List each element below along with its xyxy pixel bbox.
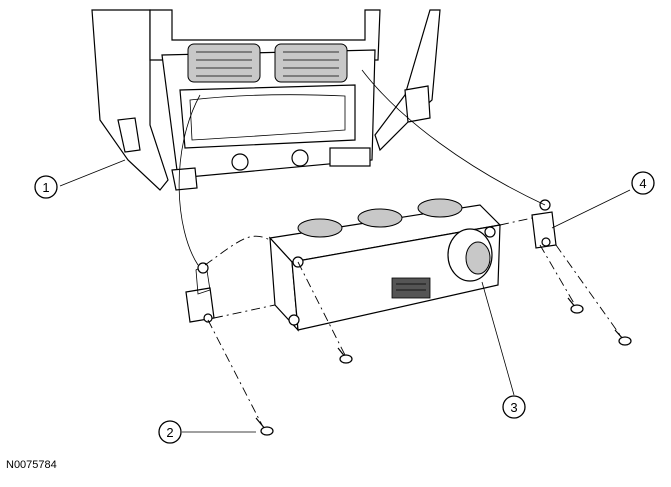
screw-icon [337,347,353,364]
alignment-lines [178,69,621,426]
callout-2-label: 2 [166,425,173,440]
screws [255,297,632,436]
reference-code: N0075784 [6,459,57,471]
callout-1-label: 1 [42,180,49,195]
bracket-left [185,262,215,323]
callout-4: 4 [631,171,655,195]
screw-icon [255,417,274,436]
screw-icon [567,297,584,314]
instrument-panel-housing [91,9,441,191]
screw-icon [614,329,632,346]
callout-4-label: 4 [639,176,646,191]
callout-2: 2 [158,420,182,444]
callout-leaders [59,159,631,433]
callout-3: 3 [502,395,526,419]
climate-control-module [268,198,502,332]
callout-1: 1 [34,175,58,199]
bracket-right [531,199,557,249]
callout-3-label: 3 [510,400,517,415]
